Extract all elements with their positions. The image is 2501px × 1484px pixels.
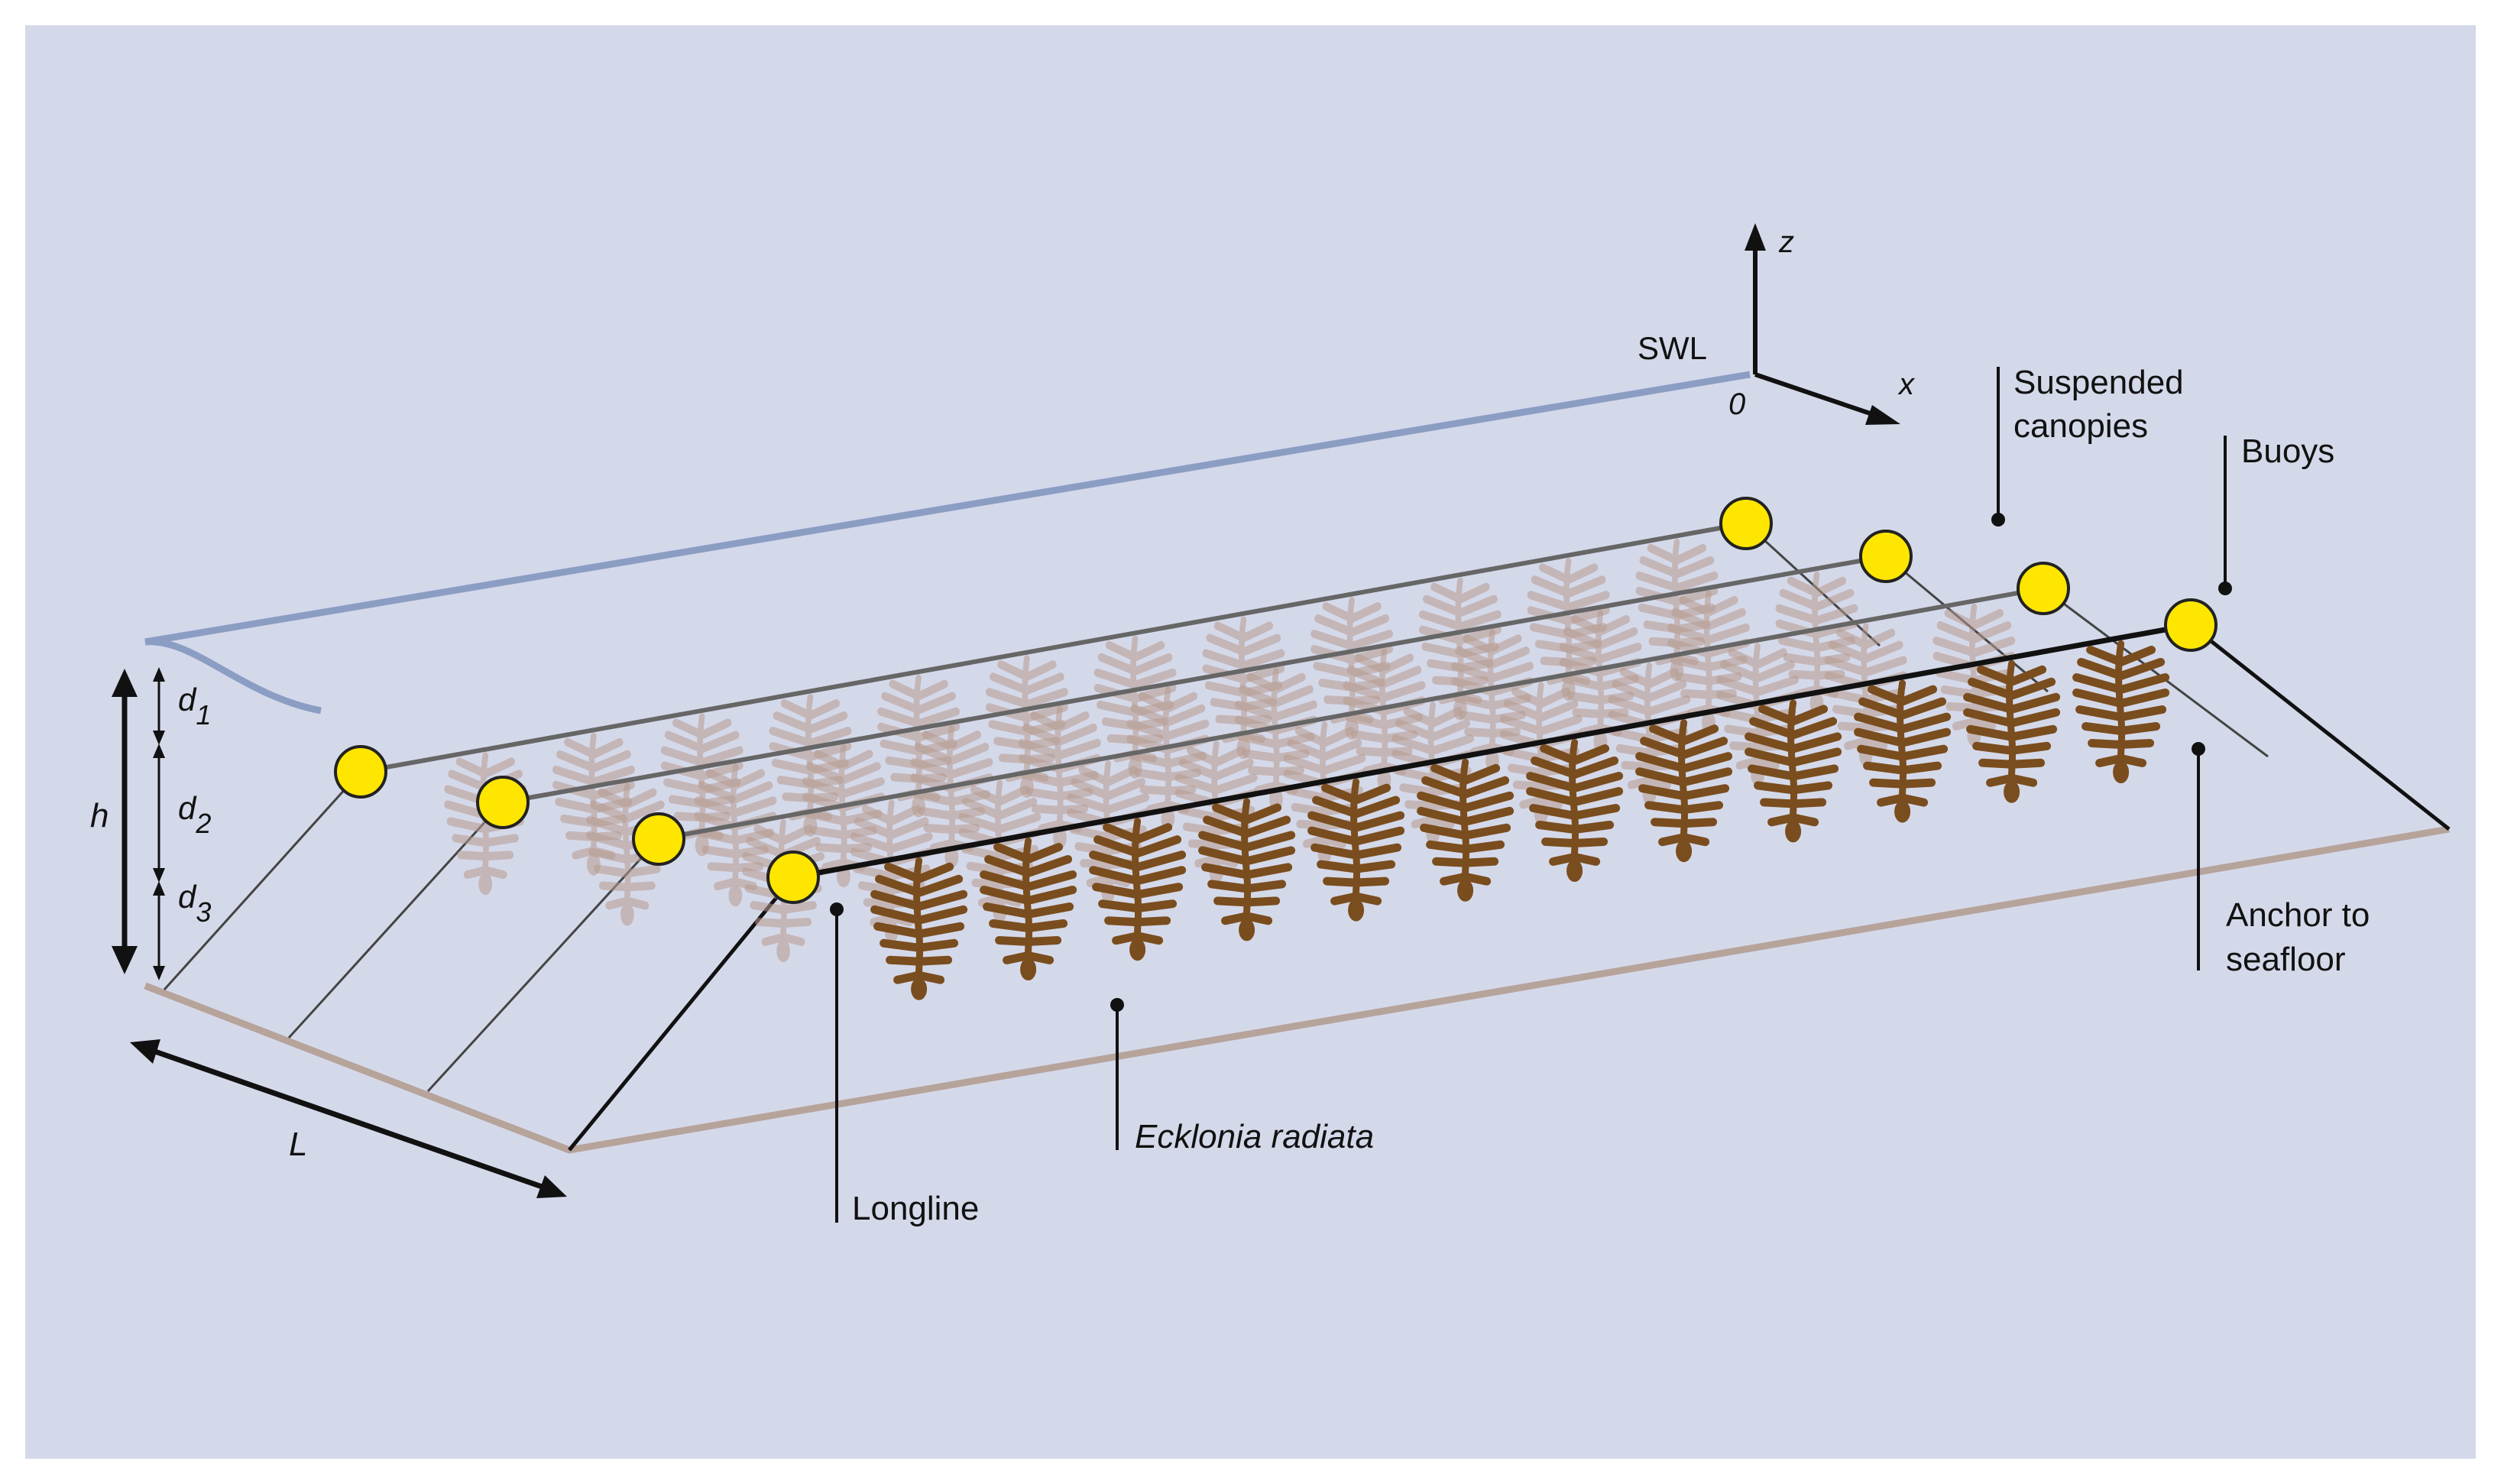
dim-L-label: L bbox=[289, 1126, 307, 1163]
buoy-icon bbox=[476, 776, 530, 829]
buoys-callout bbox=[2218, 436, 2232, 595]
longline-back-1 bbox=[360, 521, 1747, 774]
longline-back-3 bbox=[658, 586, 2044, 841]
depth-dimension-h bbox=[112, 669, 138, 974]
buoys-label: Buoys bbox=[2241, 433, 2334, 470]
buoy-icon bbox=[1719, 497, 1773, 550]
buoy-icon bbox=[766, 851, 820, 904]
species-callout bbox=[1110, 998, 1124, 1150]
anchor-label-2: seafloor bbox=[2226, 941, 2346, 978]
buoys bbox=[334, 497, 2218, 904]
coordinate-axes bbox=[1745, 223, 1900, 425]
anchor-label-1: Anchor to bbox=[2226, 896, 2370, 934]
origin-label: 0 bbox=[1728, 387, 1745, 421]
longline-front bbox=[792, 622, 2192, 880]
longline-label: Longline bbox=[852, 1190, 979, 1227]
water-surface-line bbox=[144, 371, 1751, 714]
anchor-callout bbox=[2192, 742, 2205, 970]
suspended-canopies-label-2: canopies bbox=[2013, 407, 2148, 445]
buoy-icon bbox=[632, 812, 685, 866]
dim-d2-label: d2 bbox=[178, 790, 211, 839]
buoy-icon bbox=[334, 745, 387, 799]
length-dimension-L bbox=[130, 1039, 567, 1198]
suspended-canopies-label-1: Suspended bbox=[2013, 364, 2184, 401]
species-label: Ecklonia radiata bbox=[1135, 1118, 1374, 1155]
longline-callout bbox=[830, 902, 844, 1223]
buoy-icon bbox=[2017, 562, 2070, 615]
depth-dimensions-d bbox=[153, 667, 165, 980]
dim-d3-label: d3 bbox=[178, 879, 211, 928]
longline-back-2 bbox=[502, 554, 1887, 805]
longlines bbox=[360, 521, 2192, 880]
axis-x-label: x bbox=[1897, 368, 1916, 401]
dim-d1-label: d1 bbox=[178, 682, 211, 731]
dim-h-label: h bbox=[90, 797, 109, 834]
suspended-canopies-callout bbox=[1991, 367, 2005, 527]
buoy-icon bbox=[1859, 530, 1913, 583]
swl-label: SWL bbox=[1638, 330, 1707, 366]
axis-z-label: z bbox=[1778, 225, 1794, 259]
buoy-icon bbox=[2164, 598, 2218, 652]
